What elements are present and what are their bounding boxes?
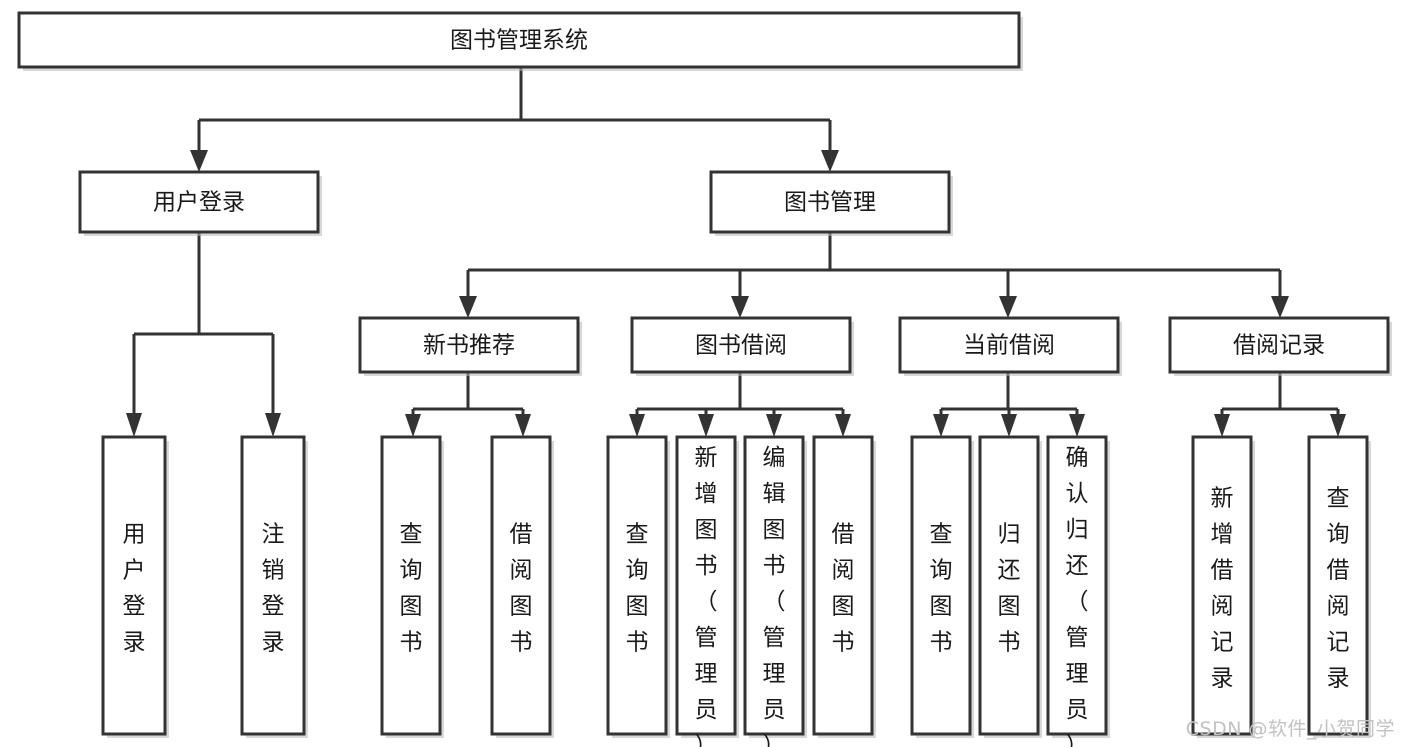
leaf-borrow-book-2-label: 借阅图书 <box>832 522 855 656</box>
node-book-management-label: 图书管理 <box>784 190 876 216</box>
node-book-borrow-label: 图书借阅 <box>695 333 787 359</box>
leaf-edit-book-label: 编辑图书（管理员） <box>763 445 786 747</box>
leaf-user-login-label: 用户登录 <box>123 522 146 656</box>
leaf-query-book-3-box[interactable] <box>910 435 972 736</box>
arrow-head-borrow-record <box>1271 296 1289 318</box>
leaf-return-book[interactable]: 归还图书 <box>978 435 1042 738</box>
leaf-add-record-box[interactable] <box>1191 435 1253 736</box>
leaf-confirm-return-label: 确认归还（管理员） <box>1066 445 1089 747</box>
node-root-label: 图书管理系统 <box>450 28 588 54</box>
leaf-borrow-book-1-label: 借阅图书 <box>510 522 533 656</box>
leaf-borrow-book-1-box[interactable] <box>490 435 552 736</box>
arrow-head-leaf-query-book-2 <box>629 414 645 437</box>
arrow-head-leaf-borrow-book-2 <box>835 414 851 437</box>
node-new-book-recommend[interactable]: 新书推荐 <box>358 316 582 376</box>
leaf-query-book-2[interactable]: 查询图书 <box>606 435 670 738</box>
arrow-head-leaf-return-book <box>1001 414 1017 437</box>
node-current-borrow-box[interactable] <box>898 316 1120 374</box>
leaf-add-record-label: 新增借阅记录 <box>1211 486 1234 692</box>
leaf-confirm-return[interactable]: 确认归还（管理员） <box>1046 435 1110 747</box>
leaf-query-book-3[interactable]: 查询图书 <box>910 435 974 738</box>
leaf-user-login-box[interactable] <box>101 435 167 736</box>
leaf-return-book-label: 归还图书 <box>998 522 1021 656</box>
leaf-query-book-1[interactable]: 查询图书 <box>380 435 444 738</box>
arrow-head-user-login <box>190 150 208 172</box>
leaf-return-book-box[interactable] <box>978 435 1040 736</box>
arrow-head-leaf-logout-login <box>265 413 281 437</box>
leaf-query-book-2-box[interactable] <box>606 435 668 736</box>
node-root-box[interactable] <box>17 11 1021 69</box>
leaf-query-record[interactable]: 查询借阅记录 <box>1307 435 1371 738</box>
csdn-watermark: CSDN @软件_小贺同学 <box>1185 718 1395 740</box>
leaf-add-book-box[interactable] <box>675 435 737 736</box>
node-book-management[interactable]: 图书管理 <box>709 170 953 236</box>
arrow-head-leaf-borrow-book-1 <box>515 414 531 437</box>
node-book-management-box[interactable] <box>709 170 951 234</box>
leaf-query-book-3-label: 查询图书 <box>930 522 953 656</box>
arrow-head-current-borrow <box>999 296 1017 318</box>
node-current-borrow-label: 当前借阅 <box>963 333 1055 359</box>
node-borrow-record-box[interactable] <box>1168 316 1390 374</box>
leaf-query-book-1-label: 查询图书 <box>400 522 423 656</box>
arrow-head-book-borrow <box>731 296 749 318</box>
leaf-query-book-1-box[interactable] <box>380 435 442 736</box>
node-new-book-recommend-label: 新书推荐 <box>423 333 515 359</box>
node-borrow-record-label: 借阅记录 <box>1233 333 1325 359</box>
leaf-logout-login-label: 注销登录 <box>262 522 285 656</box>
leaf-borrow-book-2-box[interactable] <box>812 435 874 736</box>
arrow-head-leaf-add-record <box>1214 414 1230 437</box>
node-user-login[interactable]: 用户登录 <box>78 170 322 236</box>
leaf-edit-book-box[interactable] <box>743 435 805 736</box>
arrow-head-leaf-add-book <box>698 414 714 437</box>
node-root[interactable]: 图书管理系统 <box>17 11 1023 71</box>
leaf-confirm-return-box[interactable] <box>1046 435 1108 736</box>
arrow-head-new-book-recommend <box>459 296 477 318</box>
leaf-add-book[interactable]: 新增图书（管理员） <box>675 435 739 747</box>
arrow-head-leaf-user-login <box>126 413 142 437</box>
leaf-query-record-label: 查询借阅记录 <box>1327 486 1350 692</box>
arrow-head-leaf-query-record <box>1330 414 1346 437</box>
connector-layer <box>126 68 1346 437</box>
leaf-logout-login[interactable]: 注销登录 <box>240 435 308 738</box>
arrow-head-leaf-edit-book <box>766 414 782 437</box>
leaf-query-book-2-label: 查询图书 <box>626 522 649 656</box>
leaf-query-record-box[interactable] <box>1307 435 1369 736</box>
leaf-logout-login-box[interactable] <box>240 435 306 736</box>
leaf-edit-book[interactable]: 编辑图书（管理员） <box>743 435 807 747</box>
node-new-book-recommend-box[interactable] <box>358 316 580 374</box>
arrow-head-leaf-query-book-1 <box>405 414 421 437</box>
leaf-user-login[interactable]: 用户登录 <box>101 435 169 738</box>
node-book-borrow[interactable]: 图书借阅 <box>630 316 854 376</box>
leaf-borrow-book-2[interactable]: 借阅图书 <box>812 435 876 738</box>
arrow-head-book-management <box>821 150 839 172</box>
leaf-add-record[interactable]: 新增借阅记录 <box>1191 435 1255 738</box>
arrow-head-leaf-query-book-3 <box>933 414 949 437</box>
leaf-add-book-label: 新增图书（管理员） <box>695 445 718 747</box>
node-user-login-label: 用户登录 <box>153 190 245 216</box>
arrow-head-leaf-confirm-return <box>1069 414 1085 437</box>
node-current-borrow[interactable]: 当前借阅 <box>898 316 1122 376</box>
node-borrow-record[interactable]: 借阅记录 <box>1168 316 1392 376</box>
node-user-login-box[interactable] <box>78 170 320 234</box>
leaf-borrow-book-1[interactable]: 借阅图书 <box>490 435 554 738</box>
node-book-borrow-box[interactable] <box>630 316 852 374</box>
